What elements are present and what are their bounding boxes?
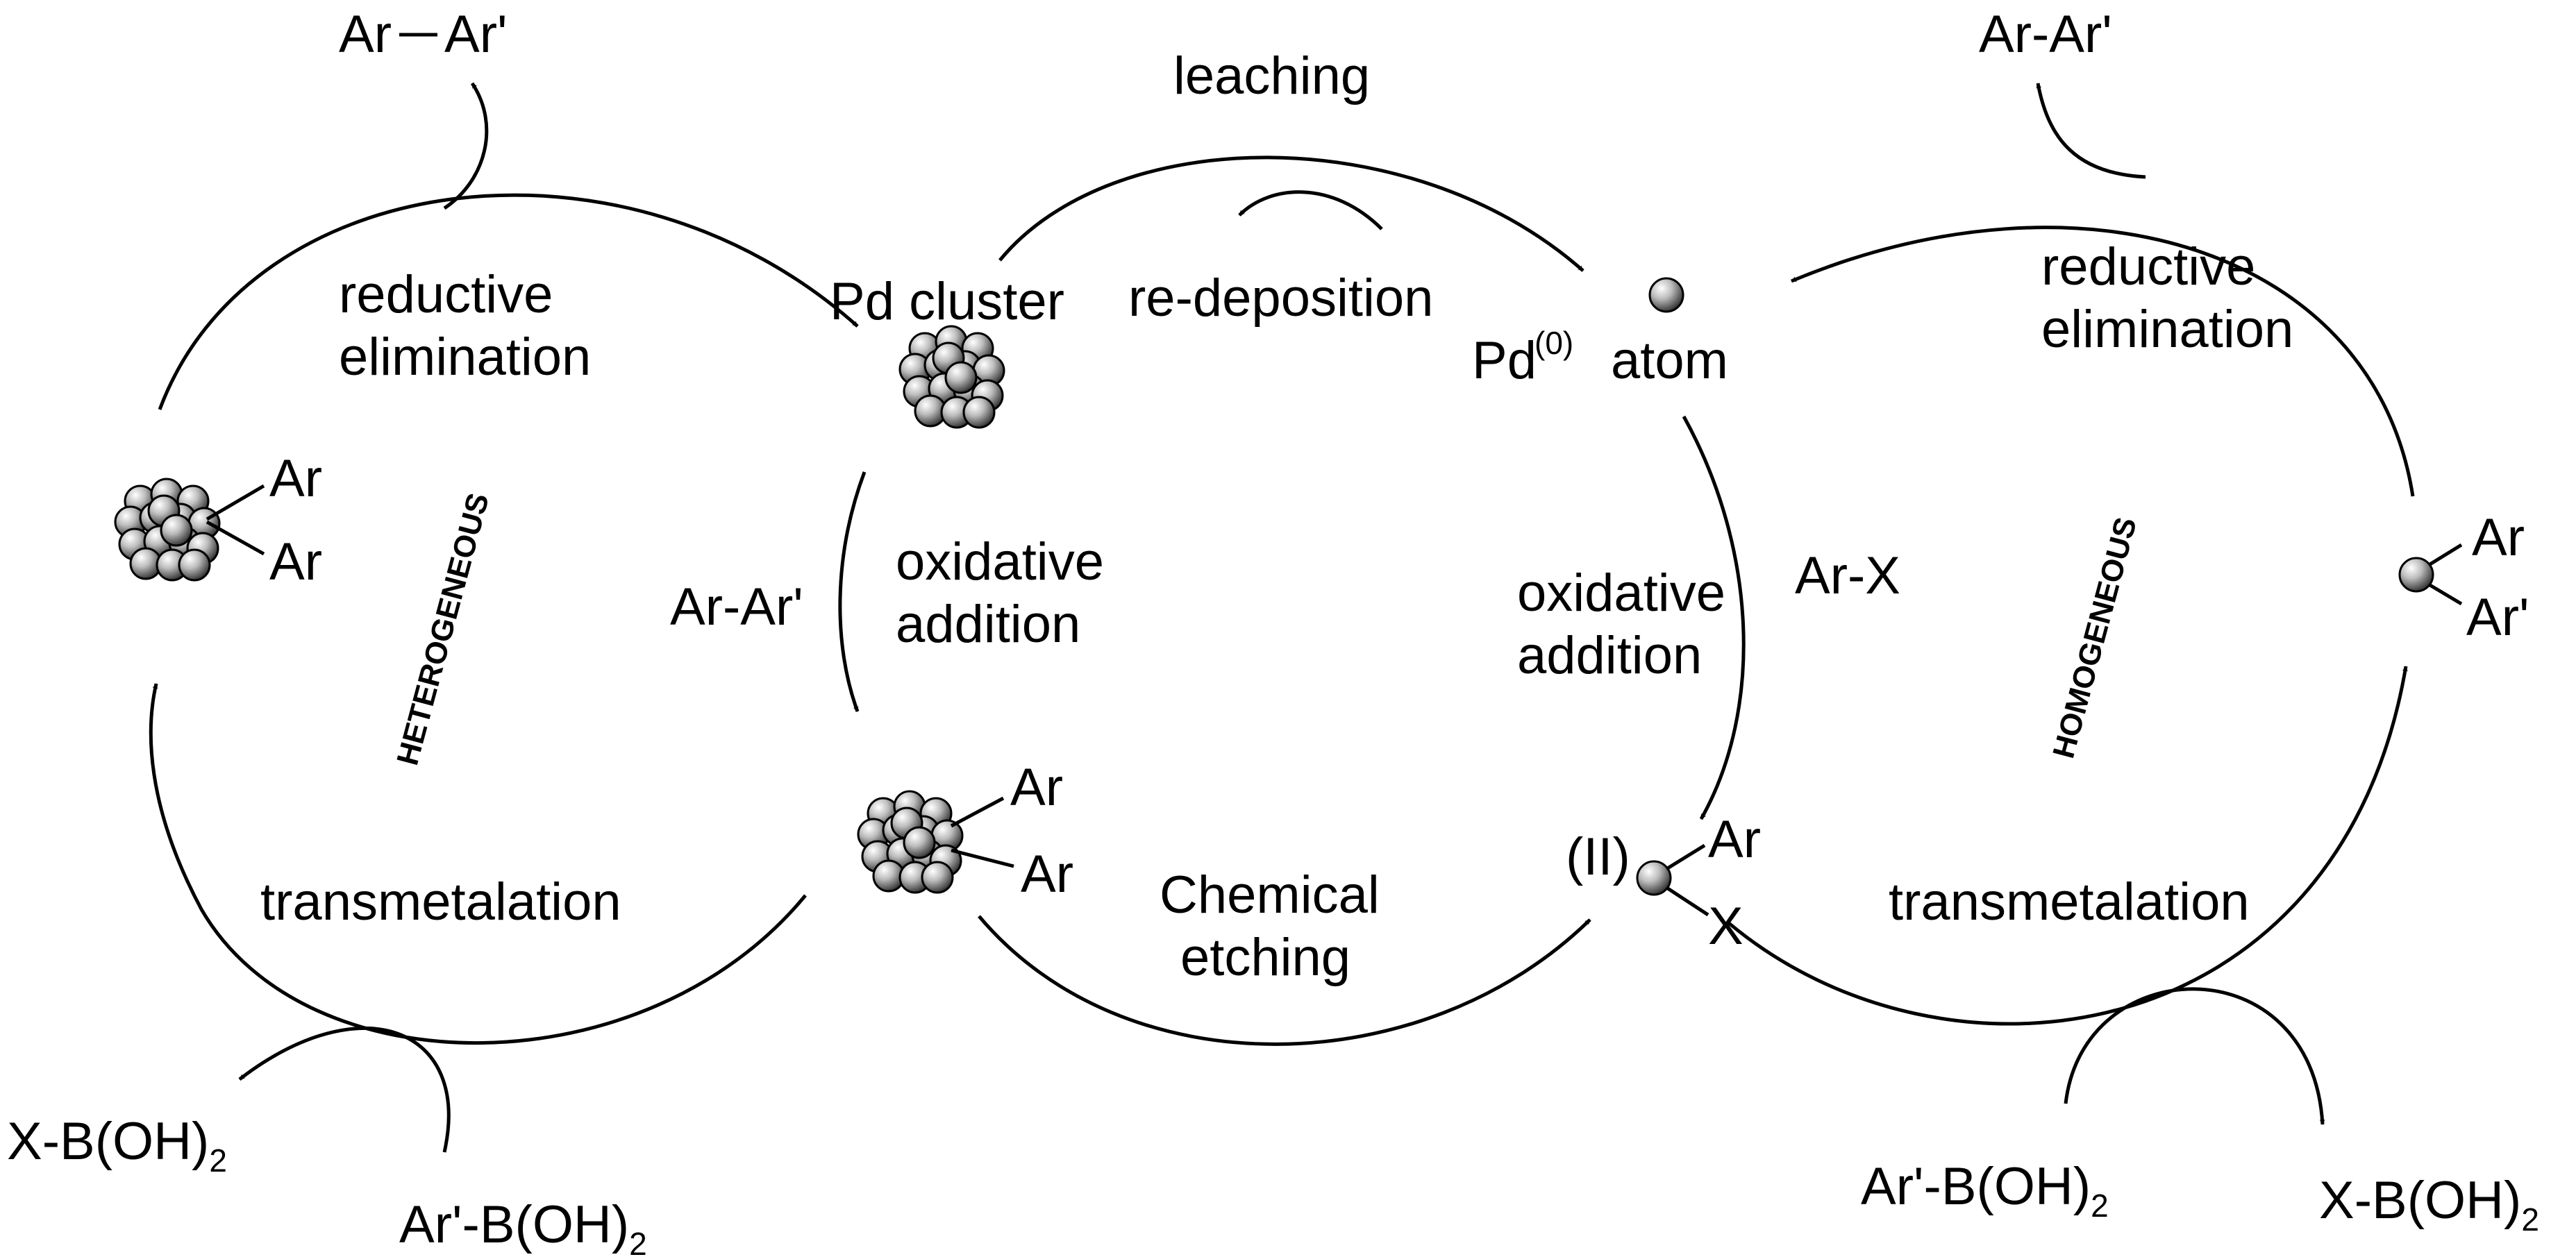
pd-atom-label-word: atom — [1611, 331, 1728, 390]
right-cycle-upper-arc — [1791, 226, 2415, 497]
left-reductive-label: reductive — [339, 265, 553, 324]
right-complex-arp: Ar' — [2466, 588, 2529, 647]
right-addition-label: addition — [1517, 626, 1702, 685]
right-oxidative-addition-arrow — [1682, 415, 1746, 820]
pd2-ar: Ar — [1708, 810, 1761, 869]
pd2-x: X — [1708, 897, 1743, 956]
left-arboh2-label: Ar'-B(OH)2 — [399, 1195, 647, 1257]
right-product-release-arrow — [2036, 83, 2146, 179]
bond-line — [206, 520, 265, 556]
bond-line — [1665, 843, 1706, 871]
bond-line — [2427, 543, 2463, 567]
right-xboh2-label: X-B(OH)2 — [2319, 1171, 2539, 1238]
right-transmetalation-label: transmetalation — [1889, 872, 2250, 931]
re-deposition-arrow — [1238, 190, 1383, 230]
top-left-product-ar: Ar — [339, 5, 392, 64]
pd-atom-icon — [1648, 277, 1684, 313]
leaching-label: leaching — [1173, 47, 1370, 106]
right-arboh2-label: Ar'-B(OH)2 — [1861, 1157, 2109, 1224]
mid-cluster-ar-2: Ar — [1021, 845, 1073, 904]
re-deposition-label: re-deposition — [1128, 269, 1433, 328]
left-boronic-entry-arrow — [238, 1027, 451, 1153]
pd-cluster-diaryl-icon — [115, 479, 219, 580]
left-cluster-ar-2: Ar — [269, 532, 322, 591]
right-oxidative-label: oxidative — [1517, 564, 1725, 623]
left-cycle-lower-arc — [149, 683, 807, 1045]
etching-label: etching — [1180, 928, 1350, 987]
pd-atom-label-pd: Pd — [1472, 331, 1537, 390]
heterogeneous-label: HETEROGENEOUS — [390, 489, 496, 768]
top-left-product-arp: Ar' — [444, 5, 508, 64]
chemical-label: Chemical — [1160, 866, 1380, 925]
bond-line — [950, 796, 1005, 828]
pd2-atom-icon — [1636, 860, 1672, 896]
pd-atom-oxidation-state: (0) — [1534, 325, 1573, 361]
homogeneous-label: HOMOGENEOUS — [2046, 514, 2143, 761]
mid-oxidative-label: oxidative — [896, 532, 1104, 591]
leaching-arc — [998, 155, 1584, 272]
left-cluster-ar-1: Ar — [269, 449, 322, 508]
left-transmetalation-label: transmetalation — [260, 872, 621, 931]
mid-oxidative-addition-arrow — [838, 471, 867, 712]
mid-addition-label: addition — [896, 595, 1080, 654]
bond-line — [206, 484, 265, 521]
left-xboh2-label: X-B(OH)2 — [7, 1112, 227, 1179]
mid-arar-label: Ar-Ar' — [670, 577, 803, 636]
chemical-etching-arc — [978, 915, 1591, 1046]
bond-line — [2427, 582, 2463, 606]
bond-line — [951, 848, 1014, 868]
ar-x-label: Ar-X — [1795, 546, 1900, 605]
top-right-product: Ar-Ar' — [1979, 5, 2112, 64]
left-elimination-label: elimination — [339, 328, 591, 387]
pd2-oxidation-state: (II) — [1566, 827, 1630, 886]
right-elimination-label: elimination — [2041, 300, 2293, 359]
left-product-release-arrow — [443, 82, 489, 210]
pd-diaryl-atom-icon — [2398, 557, 2434, 593]
pd-cluster-oxidative-icon — [858, 791, 962, 893]
mid-cluster-ar-1: Ar — [1010, 758, 1063, 817]
bond-line — [1666, 886, 1709, 917]
right-complex-ar: Ar — [2472, 508, 2525, 567]
right-boronic-arrow — [2064, 987, 2325, 1125]
pd-cluster-label: Pd cluster — [830, 272, 1064, 331]
right-reductive-label: reductive — [2041, 237, 2255, 296]
pd-cluster-icon — [900, 326, 1004, 428]
